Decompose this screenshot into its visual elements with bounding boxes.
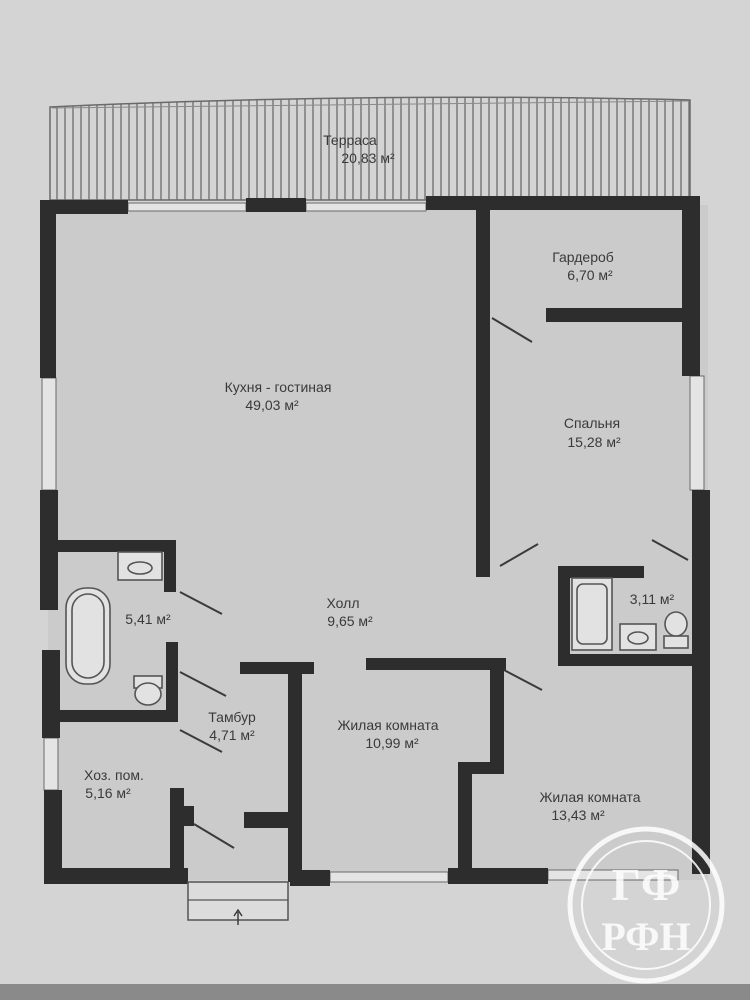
terrace-area: 20,83 м² [341, 150, 395, 166]
kitchen-living-area: 49,03 м² [245, 397, 299, 413]
wall [170, 788, 184, 882]
wall [448, 868, 548, 884]
window-top-mid [305, 202, 427, 212]
utility-area: 5,16 м² [85, 785, 131, 801]
living-room-1-area: 10,99 м² [365, 735, 419, 751]
bedroom-area: 15,28 м² [567, 434, 621, 450]
door [499, 543, 539, 567]
vestibule-area: 4,71 м² [209, 727, 255, 743]
wall [164, 540, 176, 592]
hall-area: 9,65 м² [327, 613, 373, 629]
bathtub-left [65, 587, 111, 685]
walls [40, 196, 710, 886]
room-labels: Терраса 20,83 м² Гардероб 6,70 м² Кухня … [84, 132, 674, 823]
toilet-left [133, 675, 163, 706]
window-right-upper [689, 375, 705, 491]
wall [490, 658, 504, 770]
sink-right [619, 623, 657, 651]
fixtures [65, 551, 689, 706]
wardrobe-area: 6,70 м² [567, 267, 613, 283]
bathroom-left-area: 5,41 м² [125, 611, 171, 627]
watermark-line2: РФН [601, 914, 690, 959]
living-room-2-area: 13,43 м² [551, 807, 605, 823]
window-left-upper [41, 377, 57, 491]
door [503, 669, 543, 691]
wall [42, 650, 60, 738]
wall [40, 490, 58, 610]
windows [41, 202, 705, 883]
wall [56, 710, 178, 722]
wall [458, 762, 472, 882]
door [491, 317, 533, 343]
door [179, 671, 227, 697]
wardrobe-name: Гардероб [552, 249, 614, 265]
vestibule-name: Тамбур [208, 709, 256, 725]
bathroom-right-area: 3,11 м² [630, 591, 675, 607]
living-room-1-name: Жилая комната [337, 717, 438, 733]
wall [44, 790, 62, 882]
wall [40, 200, 128, 214]
wall [170, 806, 194, 826]
wall [558, 654, 698, 666]
wall [558, 566, 644, 578]
door [179, 591, 223, 615]
utility-name: Хоз. пом. [84, 767, 144, 783]
bathtub-right [571, 577, 613, 651]
wall [692, 490, 710, 874]
wall [244, 812, 290, 828]
window-bottom [329, 871, 449, 883]
toilet-right [663, 611, 689, 649]
wall [546, 308, 686, 322]
watermark-line1: ГФ [612, 859, 681, 910]
wall [166, 642, 178, 712]
door-swings [179, 317, 689, 849]
living-room-2-name: Жилая комната [539, 789, 640, 805]
bedroom-name: Спальня [564, 415, 620, 431]
door [651, 539, 689, 561]
terrace [49, 96, 691, 201]
door [193, 823, 235, 849]
wall [366, 658, 506, 670]
entrance-step [187, 881, 289, 925]
kitchen-living-name: Кухня - гостиная [225, 379, 332, 395]
wall [246, 198, 306, 212]
wall [426, 196, 698, 210]
window-top-left [127, 202, 247, 212]
wall [40, 200, 56, 378]
wall [288, 662, 302, 882]
wall [56, 540, 176, 552]
terrace-name: Терраса [323, 132, 377, 148]
scan-edge [0, 984, 750, 1000]
wall [682, 196, 700, 376]
wall [558, 566, 570, 666]
hall-name: Холл [327, 595, 360, 611]
wall [240, 662, 314, 674]
window-left-lower [43, 737, 59, 791]
wall [44, 868, 188, 884]
watermark-logo: ГФ РФН [567, 826, 725, 984]
wall [476, 205, 490, 577]
door [179, 729, 223, 753]
sink-left [117, 551, 163, 581]
